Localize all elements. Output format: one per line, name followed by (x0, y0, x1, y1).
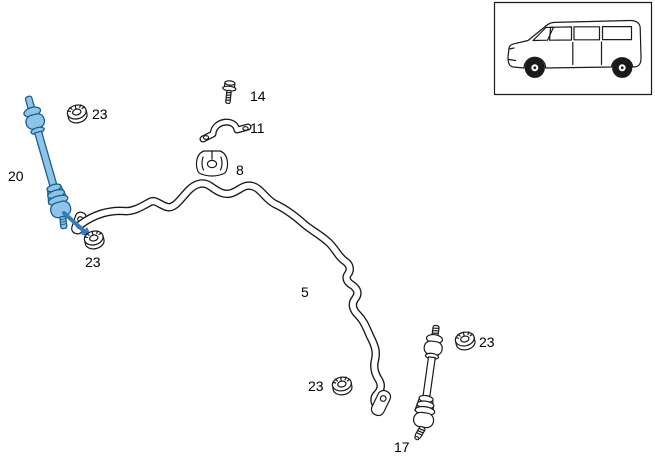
callout-label-23-below-link[interactable]: 23 (85, 254, 101, 270)
callout-label-8[interactable]: 8 (236, 162, 244, 178)
bar-tube-outline (80, 183, 381, 407)
link17-rod (422, 356, 436, 398)
callout-label-14[interactable]: 14 (250, 88, 266, 104)
van-front-window (549, 26, 573, 41)
callout-label-5[interactable]: 5 (301, 284, 309, 300)
part-23-bushing-link17[interactable] (453, 329, 477, 353)
part-23-bushing-top-left[interactable] (65, 102, 90, 126)
callout-label-23-bar-end[interactable]: 23 (308, 378, 324, 394)
callout-label-11[interactable]: 11 (250, 120, 265, 136)
link20-lower-stud (59, 215, 68, 230)
van-middle-window (573, 26, 601, 41)
callout-label-23-link17[interactable]: 23 (479, 334, 495, 350)
bushing-bore (206, 159, 218, 169)
van-illustration (507, 19, 642, 78)
callout-labels: 20 23 23 14 11 8 5 23 23 17 (8, 88, 495, 455)
part-20-stabilizer-link-highlighted[interactable] (19, 94, 76, 232)
van-rear-window (601, 26, 633, 41)
bracket-right-hole (242, 126, 249, 131)
callout-label-20[interactable]: 20 (8, 168, 24, 184)
link17-lower-stud (414, 425, 426, 441)
callout-label-23-top-left[interactable]: 23 (92, 106, 108, 122)
bushing-shading (201, 156, 223, 171)
bar-tube-fill (80, 183, 381, 407)
van-door-lines (508, 41, 603, 66)
bracket-left-hole (202, 135, 210, 140)
callout-label-17[interactable]: 17 (394, 439, 410, 455)
part-23-bushing-bar-end[interactable] (330, 374, 354, 397)
van-rear-hub-center (620, 66, 624, 70)
bolt-head-top (224, 80, 236, 86)
part-11-clamp-bracket[interactable] (199, 118, 252, 143)
link20-rod (34, 130, 58, 188)
van-front-hub-center (533, 66, 537, 70)
bolt-threads (225, 91, 232, 101)
part-17-stabilizer-link[interactable] (411, 324, 447, 442)
bar-right-end-tab (370, 389, 392, 417)
part-8-rubber-bushing[interactable] (195, 150, 229, 177)
vehicle-thumbnail-box (493, 1, 653, 96)
part-14-bolt[interactable] (221, 80, 237, 105)
